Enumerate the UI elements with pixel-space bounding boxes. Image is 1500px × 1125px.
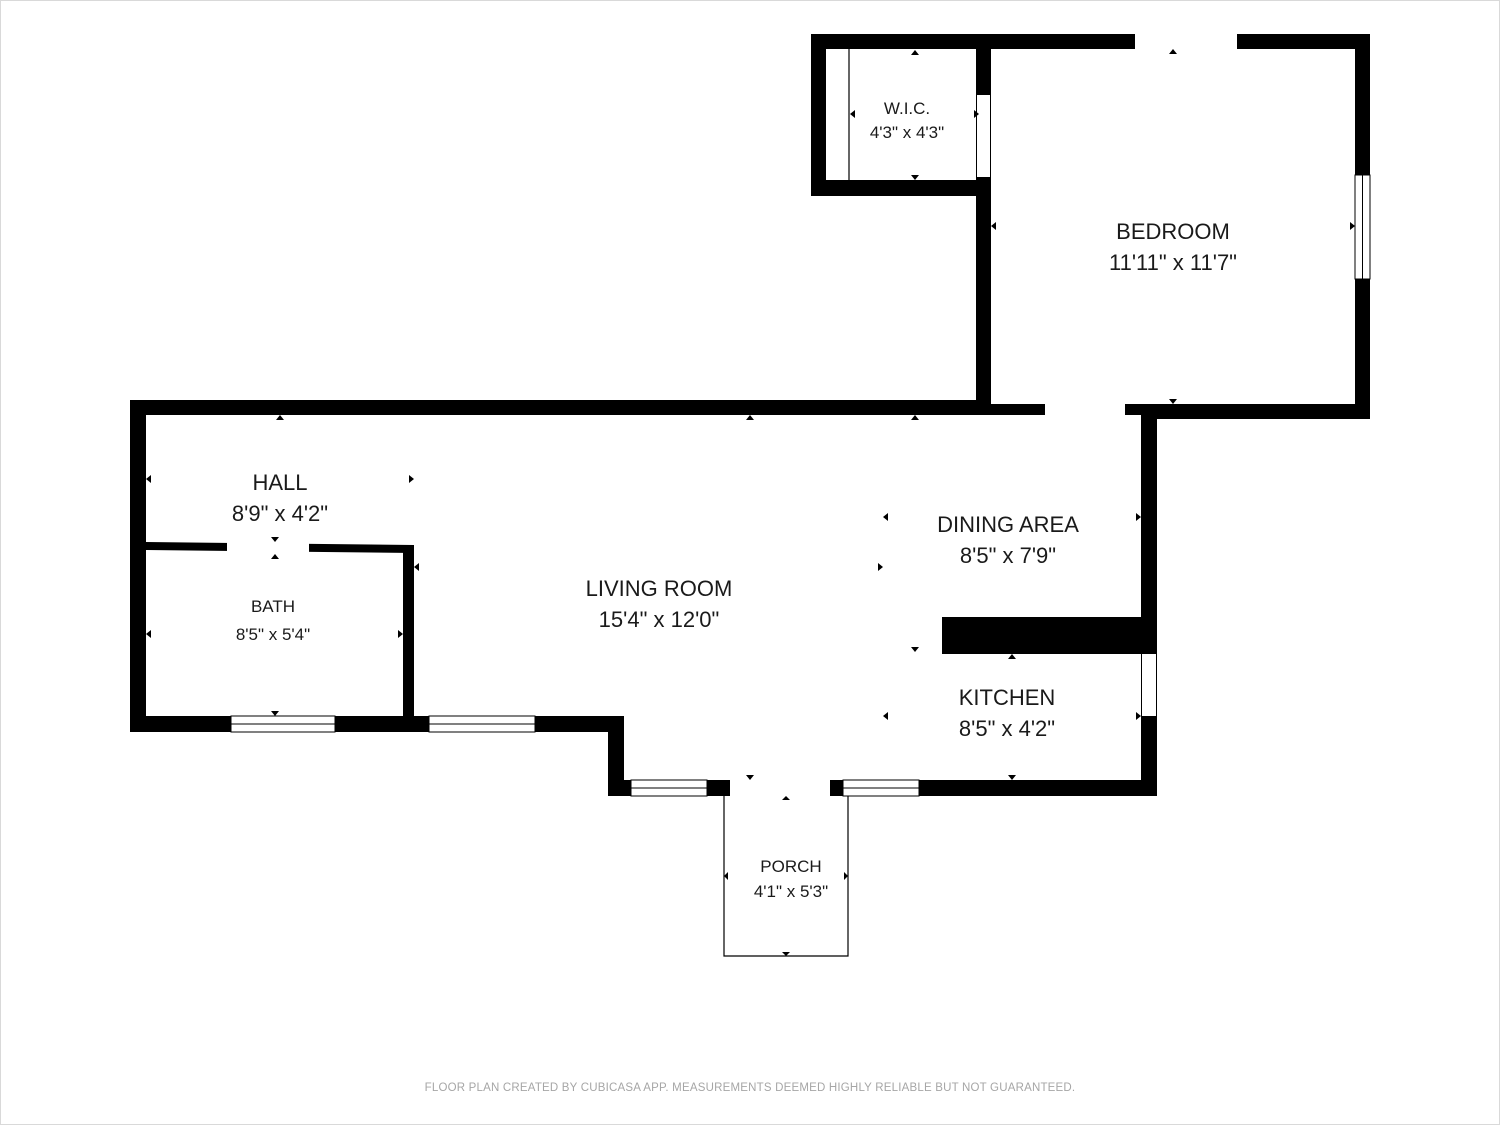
room-label-kitchen: KITCHEN 8'5" x 4'2" [959,685,1056,741]
living-window-bottom-left [630,779,708,797]
room-dimensions: 8'5" x 5'4" [236,625,310,644]
room-dimensions: 4'1" x 5'3" [754,882,828,901]
door-openings [227,34,1237,796]
room-name: W.I.C. [884,99,930,118]
room-dimensions: 8'9" x 4'2" [232,501,328,526]
porch-outline [723,796,849,957]
bath-door-opening [227,541,309,553]
entry-door-opening [730,780,830,796]
bath-window [230,715,336,733]
room-name: HALL [252,470,307,495]
room-dimensions: 8'5" x 4'2" [959,716,1055,741]
room-dimensions: 15'4" x 12'0" [599,607,720,632]
dimension-ticks [146,49,1355,956]
bedroom-door-opening [1045,404,1125,415]
room-name: BATH [251,597,295,616]
room-label-living-room: LIVING ROOM 15'4" x 12'0" [586,576,733,632]
room-dimensions: 11'11" x 11'7" [1109,250,1237,275]
living-window-left [428,715,536,733]
bedroom-door-opening-top [1135,34,1237,49]
living-window-bottom-right [842,779,920,797]
wic-door-opening [977,95,990,177]
room-name: DINING AREA [937,512,1079,537]
windows [230,174,1371,797]
disclaimer-text: FLOOR PLAN CREATED BY CUBICASA APP. MEAS… [425,1082,1076,1094]
room-dimensions: 4'3" x 4'3" [870,123,944,142]
room-label-bedroom: BEDROOM 11'11" x 11'7" [1109,219,1237,275]
room-label-bath: BATH 8'5" x 5'4" [236,597,310,644]
room-label-hall: HALL 8'9" x 4'2" [232,470,328,526]
room-dimensions: 8'5" x 7'9" [960,543,1056,568]
room-name: BEDROOM [1116,219,1230,244]
room-name: PORCH [760,857,821,876]
room-name: LIVING ROOM [586,576,733,601]
room-name: KITCHEN [959,685,1056,710]
room-label-porch: PORCH 4'1" x 5'3" [754,857,828,901]
room-label-dining-area: DINING AREA 8'5" x 7'9" [937,512,1079,568]
room-label-wic: W.I.C. 4'3" x 4'3" [870,99,944,142]
kitchen-door-opening [1142,654,1156,716]
bedroom-window [1354,174,1371,280]
